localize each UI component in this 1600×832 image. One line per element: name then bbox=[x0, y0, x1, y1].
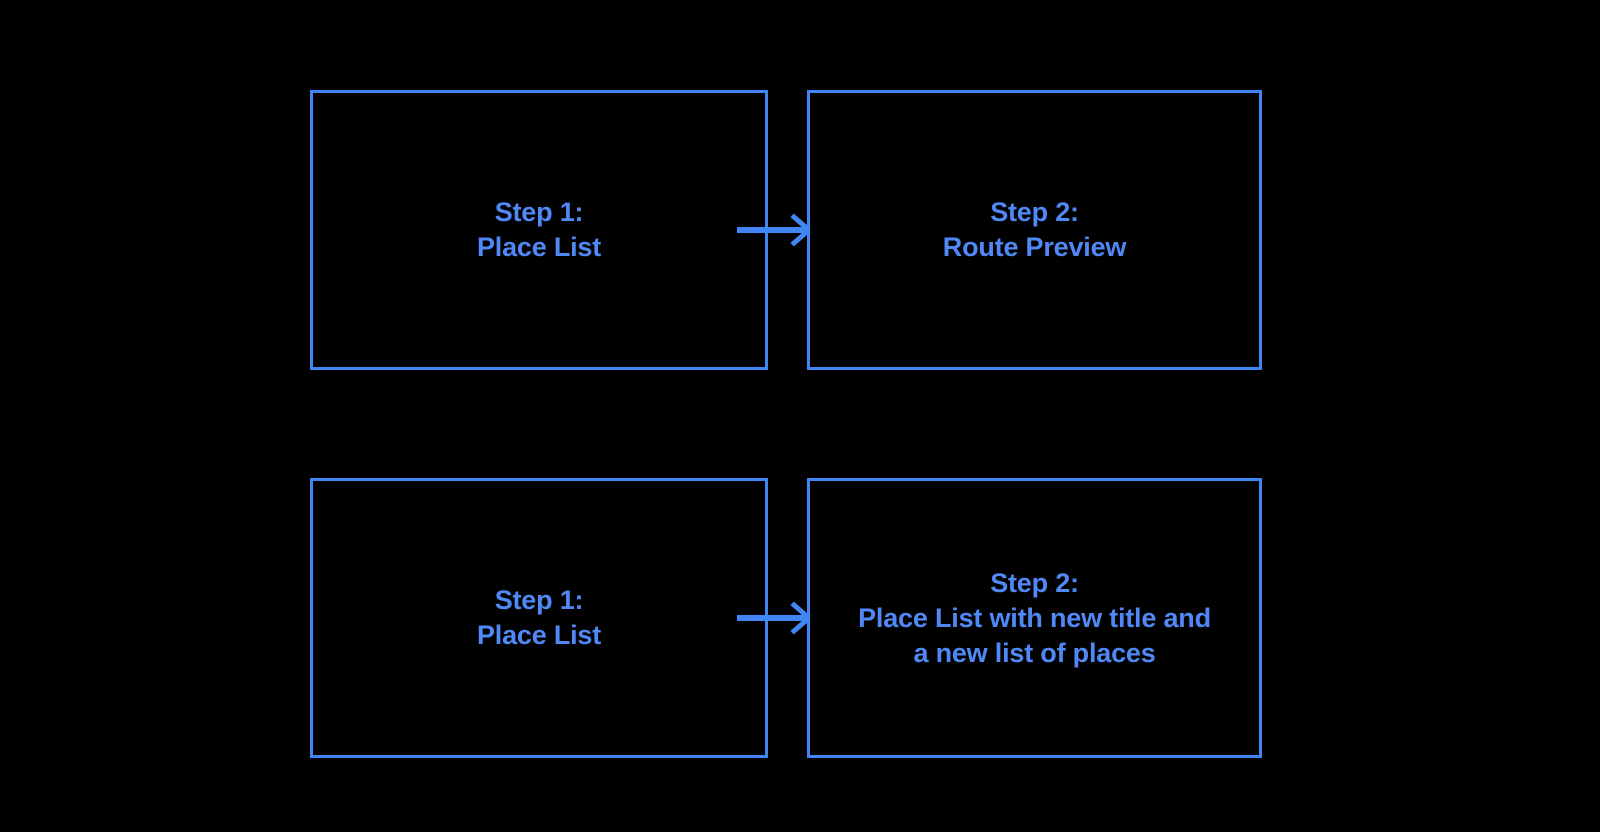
step-box-2-route-preview[interactable]: Step 2: Route Preview bbox=[807, 90, 1262, 370]
step-box-label: Step 1: Place List bbox=[476, 197, 602, 262]
step-box-label: Step 2: Route Preview bbox=[942, 197, 1127, 262]
step-box-2-new-place-list[interactable]: Step 2: Place List with new title and a … bbox=[807, 478, 1262, 758]
step-box-1-place-list[interactable]: Step 1: Place List bbox=[310, 90, 768, 370]
arrow-right-icon bbox=[737, 213, 813, 247]
step-box-1-place-list[interactable]: Step 1: Place List bbox=[310, 478, 768, 758]
step-box-label: Step 1: Place List bbox=[476, 585, 602, 650]
step-box-label: Step 2: Place List with new title and a … bbox=[858, 567, 1211, 668]
flow-row-route-preview: Step 1: Place List Step 2: Route Preview bbox=[0, 90, 1600, 370]
arrow-right-icon bbox=[737, 601, 813, 635]
flow-row-new-place-list: Step 1: Place List Step 2: Place List wi… bbox=[0, 478, 1600, 758]
